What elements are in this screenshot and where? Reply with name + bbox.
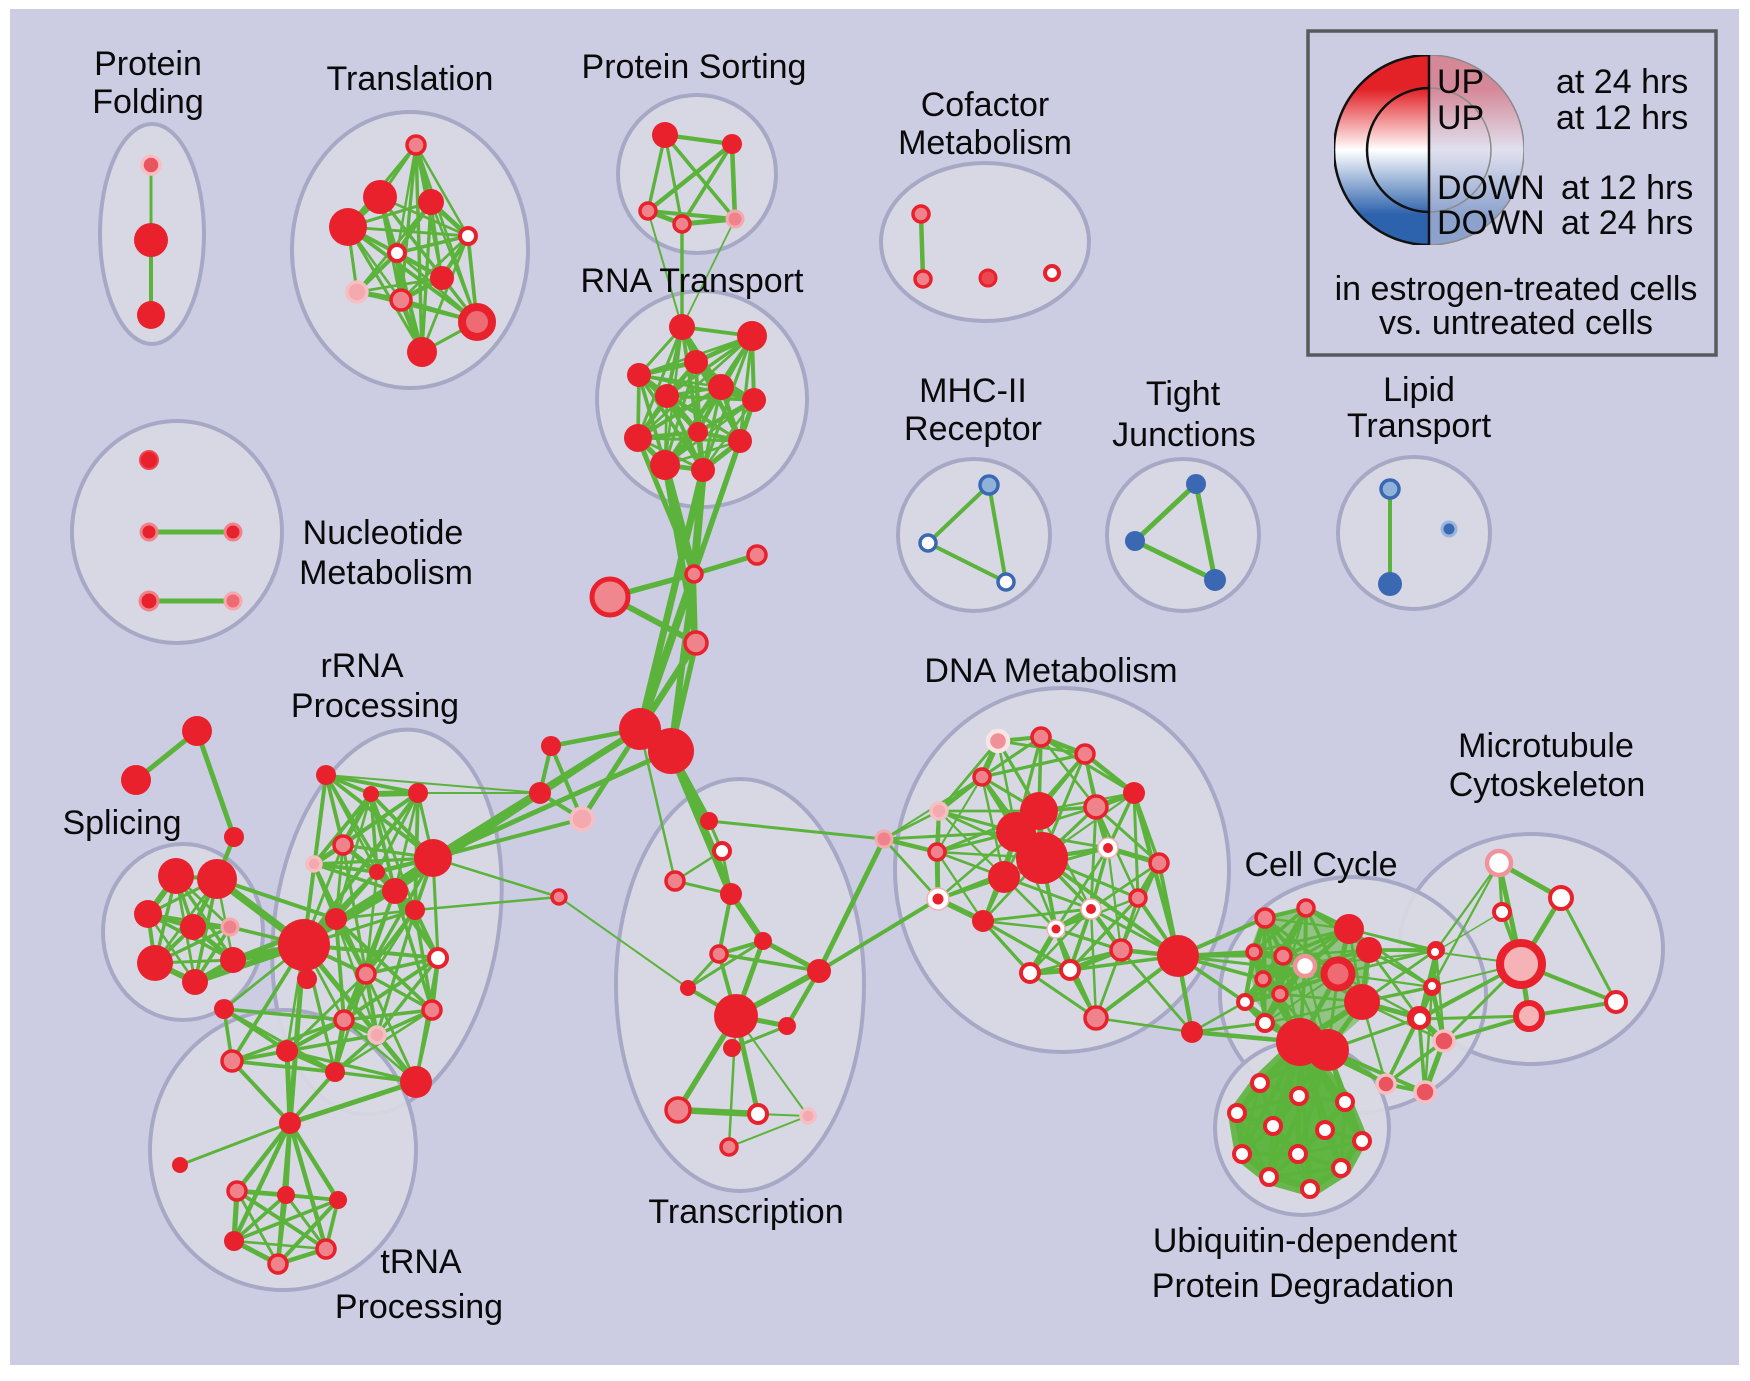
svg-text:Folding: Folding (92, 83, 204, 121)
svg-text:Nucleotide: Nucleotide (303, 514, 464, 552)
svg-text:Cofactor: Cofactor (921, 86, 1050, 124)
svg-text:MHC-II: MHC-II (919, 372, 1027, 410)
svg-text:Transport: Transport (1347, 407, 1492, 445)
svg-text:Protein Sorting: Protein Sorting (582, 48, 807, 86)
svg-text:UP: UP (1437, 99, 1484, 137)
svg-text:Processing: Processing (291, 687, 459, 725)
svg-text:at 24 hrs: at 24 hrs (1561, 204, 1693, 242)
svg-text:rRNA: rRNA (320, 647, 403, 685)
svg-text:Receptor: Receptor (904, 410, 1042, 448)
svg-text:tRNA: tRNA (380, 1243, 462, 1281)
svg-text:UP: UP (1437, 63, 1484, 101)
svg-text:at 12 hrs: at 12 hrs (1556, 99, 1688, 137)
svg-text:Processing: Processing (335, 1288, 503, 1326)
svg-text:Cytoskeleton: Cytoskeleton (1449, 766, 1646, 804)
svg-text:RNA Transport: RNA Transport (581, 262, 805, 300)
svg-text:at 12 hrs: at 12 hrs (1561, 169, 1693, 207)
svg-text:Splicing: Splicing (62, 804, 181, 842)
svg-text:vs. untreated cells: vs. untreated cells (1379, 304, 1653, 342)
svg-text:Cell Cycle: Cell Cycle (1244, 846, 1397, 884)
svg-text:Metabolism: Metabolism (299, 554, 473, 592)
svg-text:Transcription: Transcription (648, 1193, 843, 1231)
svg-text:DOWN: DOWN (1437, 204, 1545, 242)
svg-text:DNA Metabolism: DNA Metabolism (924, 652, 1177, 690)
svg-text:Protein Degradation: Protein Degradation (1152, 1267, 1454, 1305)
svg-text:Translation: Translation (327, 60, 494, 98)
svg-text:in estrogen-treated cells: in estrogen-treated cells (1335, 270, 1698, 308)
svg-text:Tight: Tight (1146, 375, 1221, 413)
svg-text:DOWN: DOWN (1437, 169, 1545, 207)
svg-text:Lipid: Lipid (1383, 371, 1455, 409)
svg-text:Metabolism: Metabolism (898, 124, 1072, 162)
svg-text:at 24 hrs: at 24 hrs (1556, 63, 1688, 101)
svg-text:Protein: Protein (94, 45, 202, 83)
svg-text:Ubiquitin-dependent: Ubiquitin-dependent (1153, 1222, 1458, 1260)
svg-text:Microtubule: Microtubule (1458, 727, 1634, 765)
svg-text:Junctions: Junctions (1112, 416, 1256, 454)
